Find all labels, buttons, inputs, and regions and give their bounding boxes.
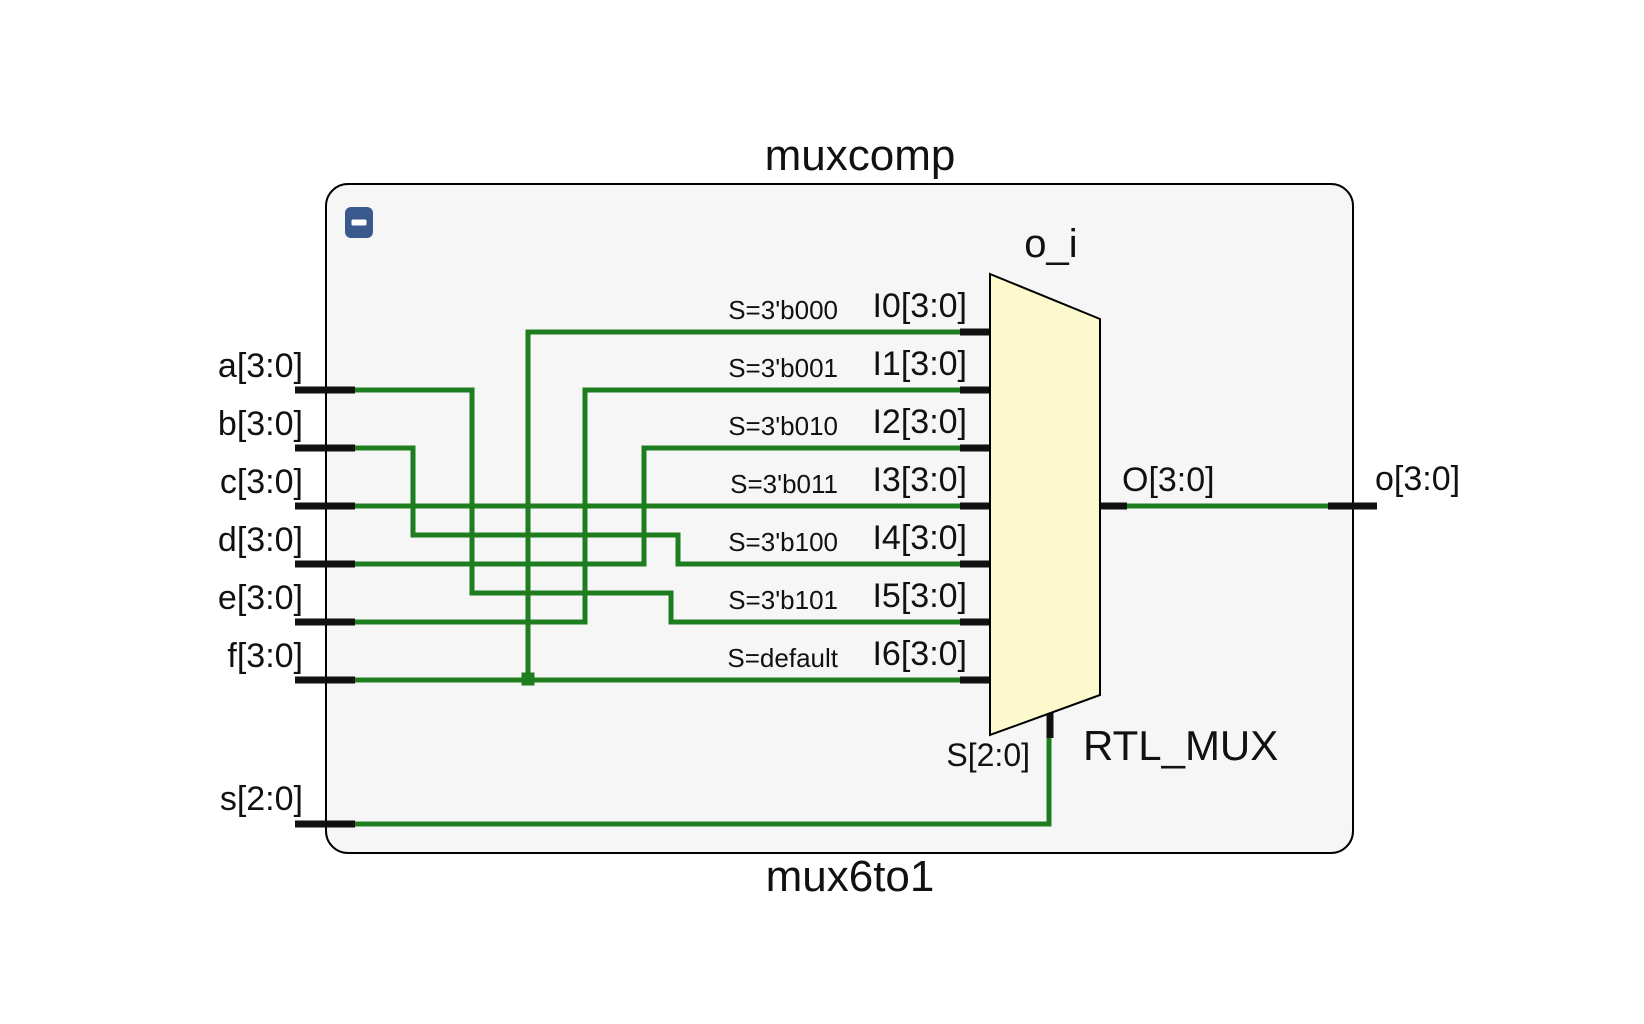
net-junction-dot — [521, 672, 535, 686]
module-title: muxcomp — [765, 131, 956, 180]
cond-i6-label: S=default — [727, 643, 838, 673]
mux-condition-labels: S=3'b000 S=3'b001 S=3'b010 S=3'b011 S=3'… — [727, 295, 838, 673]
net-d-wire[interactable] — [355, 445, 960, 567]
collapse-button[interactable] — [345, 207, 373, 238]
mux-instance-name: o_i — [1024, 222, 1077, 266]
pin-stubs — [295, 328, 1377, 828]
pin-i4-label: I4[3:0] — [872, 519, 967, 557]
pin-i6-label: I6[3:0] — [872, 635, 967, 673]
net-f-branch-wire[interactable] — [525, 329, 960, 680]
port-d-label: d[3:0] — [218, 521, 303, 559]
port-labels: a[3:0] b[3:0] c[3:0] d[3:0] e[3:0] f[3:0… — [218, 347, 303, 818]
net-a-wire[interactable] — [355, 387, 960, 625]
port-f-label: f[3:0] — [227, 637, 303, 675]
cond-i4-label: S=3'b100 — [728, 527, 838, 557]
net-s-wire[interactable] — [355, 737, 1052, 827]
mux-select-pin-label: S[2:0] — [946, 737, 1030, 773]
module-name-label: mux6to1 — [766, 852, 935, 901]
pin-i5-label: I5[3:0] — [872, 577, 967, 615]
minus-icon — [351, 219, 367, 226]
mux-output-pin-label: O[3:0] — [1122, 461, 1215, 499]
net-b-wire[interactable] — [355, 445, 960, 567]
pin-i0-label: I0[3:0] — [872, 287, 967, 325]
net-e-wire[interactable] — [355, 387, 960, 625]
nets — [355, 329, 1328, 827]
pin-i1-label: I1[3:0] — [872, 345, 967, 383]
pin-i3-label: I3[3:0] — [872, 461, 967, 499]
mux-type-label: RTL_MUX — [1083, 722, 1278, 769]
port-s-label: s[2:0] — [220, 780, 303, 818]
port-o-label: o[3:0] — [1375, 460, 1460, 498]
cond-i5-label: S=3'b101 — [728, 585, 838, 615]
cond-i2-label: S=3'b010 — [728, 411, 838, 441]
rtl-mux-symbol[interactable] — [989, 272, 1101, 737]
cond-i3-label: S=3'b011 — [730, 469, 838, 499]
cond-i0-label: S=3'b000 — [728, 295, 838, 325]
mux-input-pin-labels: I0[3:0] I1[3:0] I2[3:0] I3[3:0] I4[3:0] … — [872, 287, 967, 673]
pin-i2-label: I2[3:0] — [872, 403, 967, 441]
port-a-label: a[3:0] — [218, 347, 303, 385]
cond-i1-label: S=3'b001 — [728, 353, 838, 383]
port-c-label: c[3:0] — [220, 463, 303, 501]
port-b-label: b[3:0] — [218, 405, 303, 443]
port-e-label: e[3:0] — [218, 579, 303, 617]
